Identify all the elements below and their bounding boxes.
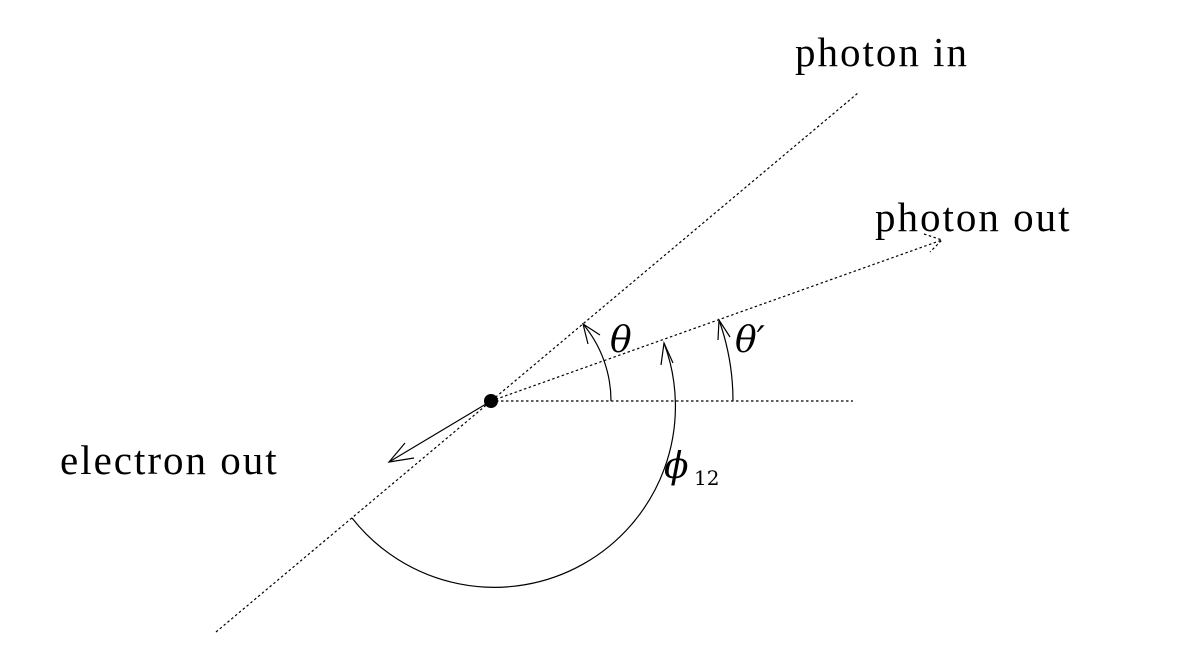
photon-out-arrowhead — [923, 233, 944, 253]
theta-arrowhead — [582, 322, 601, 345]
theta-arc — [582, 323, 612, 402]
theta-label: θ — [610, 320, 632, 361]
photon-out-label: photon out — [875, 194, 1072, 240]
theta-prime-label: θ′ — [735, 320, 765, 361]
phi12-subscript: 12 — [694, 466, 719, 490]
photon-out-line — [490, 239, 943, 402]
photon-in-label: photon in — [795, 29, 969, 75]
theta-prime-arrowhead — [717, 318, 731, 341]
phi12-arrowhead — [660, 340, 674, 366]
electron-out-line — [388, 400, 492, 463]
theta-prime-arc — [718, 319, 734, 402]
phi12-arc — [351, 342, 677, 588]
photon-in-line — [215, 92, 859, 633]
vertex-dot — [484, 394, 498, 408]
phi12-label: ϕ — [664, 446, 689, 487]
electron-out-arrowhead — [387, 442, 415, 463]
electron-out-label: electron out — [60, 437, 279, 483]
